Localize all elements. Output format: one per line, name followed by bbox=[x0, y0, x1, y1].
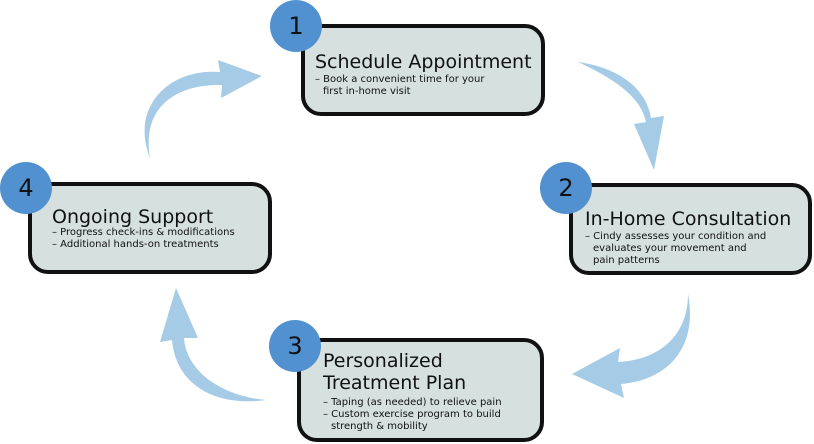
step-2-number-badge: 2 bbox=[540, 162, 592, 214]
step-4-detail-line: – Progress check-ins & modifications bbox=[52, 227, 235, 238]
arrow-step4-to-step1 bbox=[144, 60, 262, 158]
step-4-number-badge: 4 bbox=[0, 162, 52, 214]
step-2-box: In-Home Consultation – Cindy assesses yo… bbox=[569, 183, 812, 275]
step-2-details: – Cindy assesses your condition and eval… bbox=[585, 231, 766, 267]
arrow-step3-to-step4 bbox=[160, 288, 266, 402]
step-1-detail-line: – Book a convenient time for your bbox=[315, 74, 485, 85]
step-3-title-line: Personalized bbox=[323, 350, 443, 372]
step-3-detail-line: strength & mobility bbox=[331, 421, 428, 432]
step-4-title: Ongoing Support bbox=[52, 206, 214, 228]
step-1-title: Schedule Appointment bbox=[315, 51, 532, 73]
step-2-detail-line: – Cindy assesses your condition and bbox=[585, 231, 767, 242]
step-3-details: – Taping (as needed) to relieve pain – C… bbox=[323, 397, 502, 433]
step-1-number-badge: 1 bbox=[270, 0, 322, 52]
step-3-title-line: Treatment Plan bbox=[323, 372, 467, 394]
step-4-box: Ongoing Support – Progress check-ins & m… bbox=[28, 182, 272, 274]
step-3-number-badge: 3 bbox=[269, 320, 321, 372]
step-1-detail-line: first in-home visit bbox=[323, 86, 411, 97]
step-4-details: – Progress check-ins & modifications – A… bbox=[52, 227, 235, 251]
step-2-detail-line: evaluates your movement and bbox=[593, 243, 747, 254]
arrow-step2-to-step3 bbox=[572, 294, 691, 398]
arrow-step1-to-step2 bbox=[578, 62, 664, 170]
step-3-box: Personalized Treatment Plan – Taping (as… bbox=[297, 338, 544, 442]
step-2-title: In-Home Consultation bbox=[585, 208, 792, 230]
step-3-detail-line: – Taping (as needed) to relieve pain bbox=[323, 397, 502, 408]
step-3-title: Personalized Treatment Plan bbox=[323, 350, 466, 394]
step-1-details: – Book a convenient time for your first … bbox=[315, 74, 484, 98]
step-4-detail-line: – Additional hands-on treatments bbox=[52, 239, 219, 250]
step-3-detail-line: – Custom exercise program to build bbox=[323, 409, 501, 420]
step-2-detail-line: pain patterns bbox=[593, 255, 660, 266]
step-1-box: Schedule Appointment – Book a convenient… bbox=[301, 24, 545, 116]
